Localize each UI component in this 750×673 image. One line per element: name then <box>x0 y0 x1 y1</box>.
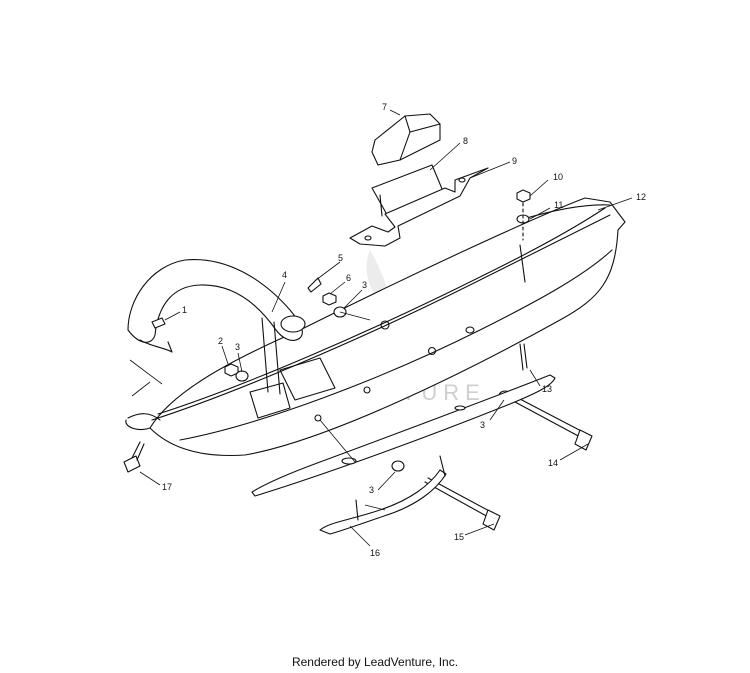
callout-4: 4 <box>282 270 287 280</box>
callout-13: 13 <box>542 384 552 394</box>
callout-1: 1 <box>182 305 187 315</box>
callout-3b: 3 <box>235 342 240 352</box>
callout-numbers: 7 8 9 10 11 12 4 5 6 3 1 2 3 13 3 14 3 1… <box>162 102 646 558</box>
callout-9: 9 <box>512 156 517 166</box>
callout-7: 7 <box>382 102 387 112</box>
callout-8: 8 <box>463 136 468 146</box>
callout-5: 5 <box>338 253 343 263</box>
callout-17: 17 <box>162 482 172 492</box>
hardware <box>224 189 531 472</box>
ski-saddle <box>349 113 489 247</box>
footer-credit: Rendered by LeadVenture, Inc. <box>291 655 459 669</box>
leader-lines <box>129 109 633 547</box>
callout-16: 16 <box>370 548 380 558</box>
ski-body <box>125 197 626 457</box>
callout-3a: 3 <box>362 280 367 290</box>
callout-3d: 3 <box>369 485 374 495</box>
bolts-and-runners <box>123 343 593 535</box>
callout-14: 14 <box>548 458 558 468</box>
callout-15: 15 <box>454 532 464 542</box>
ski-handle <box>127 258 306 395</box>
callout-3c: 3 <box>480 420 485 430</box>
callout-6: 6 <box>346 273 351 283</box>
callout-10: 10 <box>553 172 563 182</box>
callout-11: 11 <box>554 200 563 210</box>
callout-2: 2 <box>218 336 223 346</box>
callout-12: 12 <box>636 192 646 202</box>
